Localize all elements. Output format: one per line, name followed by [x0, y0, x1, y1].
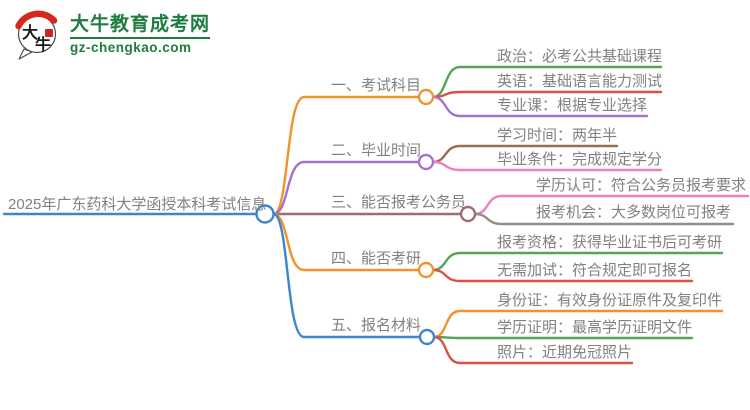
branch-line — [272, 95, 421, 216]
logo-char-niu: 牛 — [35, 35, 51, 54]
child-line — [431, 268, 694, 283]
branch-label: 一、考试科目 — [331, 77, 421, 94]
child-line — [432, 335, 694, 340]
branch-label: 三、能否报考公务员 — [331, 194, 466, 211]
child-label: 身份证：有效身份证原件及复印件 — [497, 291, 722, 309]
site-logo[interactable]: 大 牛 大牛教育成考网 gz-chengkao.com — [13, 8, 211, 60]
child-label: 毕业条件：完成规定学分 — [497, 151, 662, 168]
branch-line — [272, 160, 421, 216]
logo-divider — [70, 36, 211, 39]
child-label: 英语：基础语言能力测试 — [497, 72, 662, 90]
child-label: 学历证明：最高学历证明文件 — [497, 319, 692, 336]
branch-node-circle — [459, 205, 477, 223]
child-line — [431, 95, 649, 118]
speech-bubble-tail — [18, 48, 33, 60]
logo-char-da: 大 — [22, 23, 38, 42]
root-label: 2025年广东药科大学函授本科考试信息 — [8, 196, 266, 213]
root-node-circle — [255, 204, 275, 224]
child-label: 学历认可：符合公务员报考要求 — [536, 177, 746, 194]
branch-node-circle — [417, 261, 435, 279]
child-line — [432, 335, 634, 365]
child-label: 照片：近期免冠照片 — [497, 344, 632, 361]
child-label: 无需加试：符合规定即可报名 — [497, 262, 692, 279]
branch-line — [272, 212, 422, 339]
child-label: 政治：必考公共基础课程 — [497, 48, 662, 65]
branch-label: 五、报名材料 — [331, 317, 421, 334]
child-line — [431, 160, 663, 172]
child-label: 学习时间：两年半 — [497, 127, 617, 144]
branch-label: 四、能否考研 — [331, 250, 421, 267]
branch-node-circle — [418, 328, 436, 346]
child-label: 报考资格：获得毕业证书后可考研 — [497, 234, 722, 251]
daniu-logo-icon: 大 牛 — [15, 10, 58, 60]
branch-label: 二、毕业时间 — [331, 142, 421, 159]
red-seal — [45, 29, 53, 37]
branch-node-circle — [417, 88, 435, 106]
logo-title: 大牛教育成考网 — [70, 13, 211, 35]
red-cap-arc — [15, 10, 58, 30]
branch-node-circle — [417, 153, 435, 171]
child-label: 专业课：根据专业选择 — [497, 97, 647, 114]
child-label: 报考机会：大多数岗位可报考 — [536, 204, 731, 221]
logo-url: gz-chengkao.com — [70, 39, 192, 55]
child-line — [473, 212, 735, 226]
